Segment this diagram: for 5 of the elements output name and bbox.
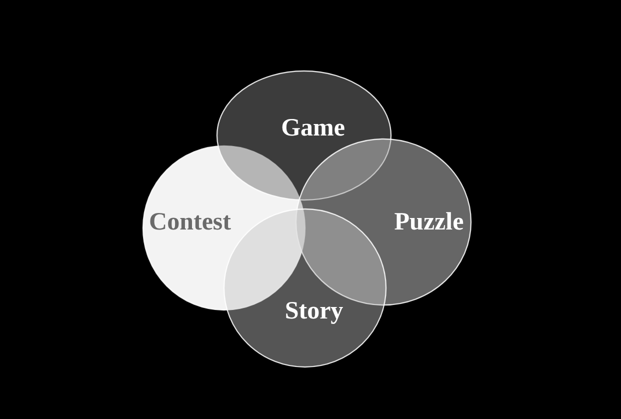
circle-label: Game [281, 116, 345, 140]
circle-label: Puzzle [394, 210, 464, 234]
venn-circle [216, 70, 392, 201]
circle-label: Contest [149, 210, 231, 234]
circle-label: Story [284, 298, 344, 324]
